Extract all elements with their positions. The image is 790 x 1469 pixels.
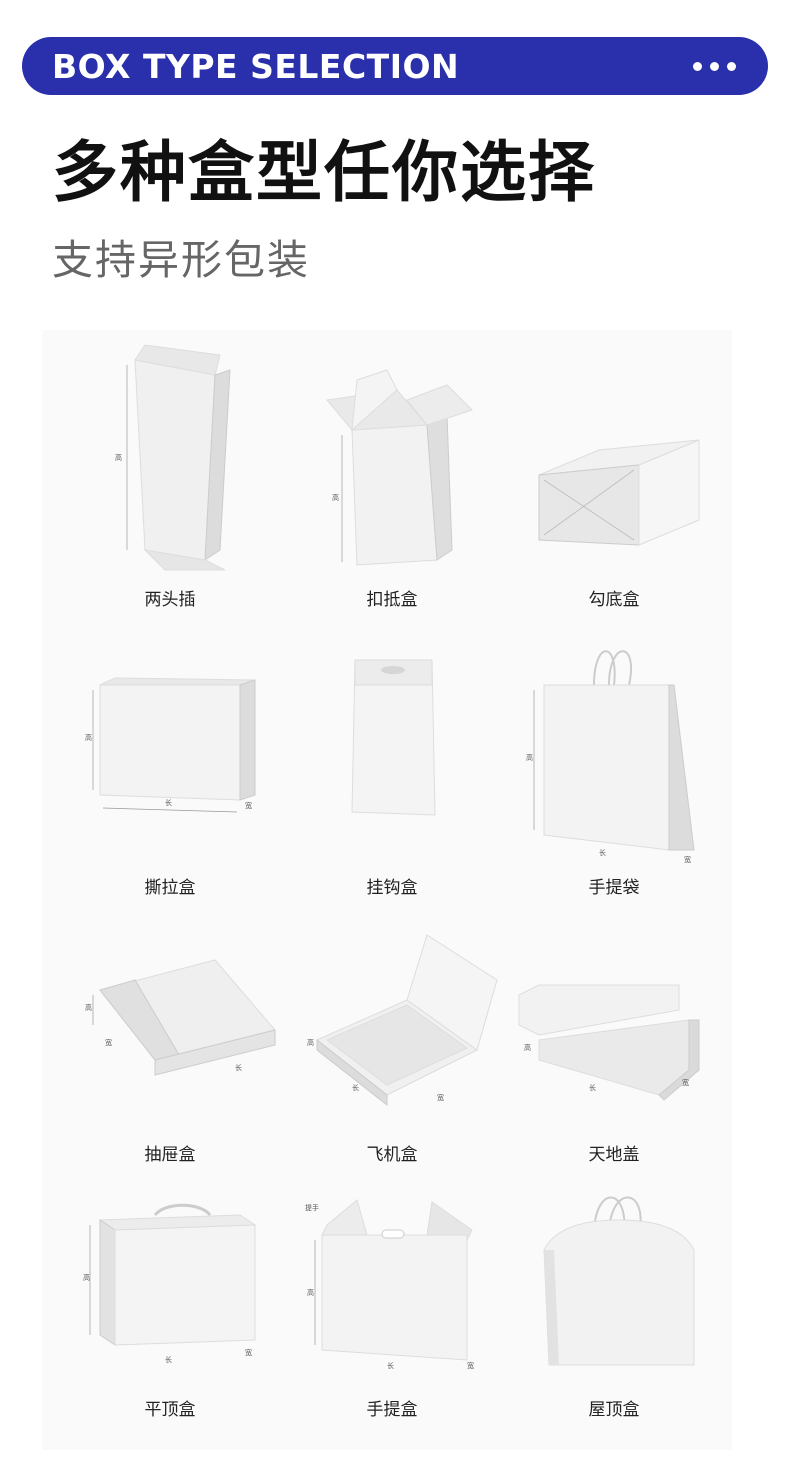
box-type-label: 平顶盒 xyxy=(144,1400,196,1420)
dimension-length: 长 xyxy=(589,1083,596,1092)
page-subtitle: 支持异形包装 xyxy=(52,236,310,284)
dimension-height: 高 xyxy=(524,1043,531,1052)
box-type-label: 勾底盒 xyxy=(588,590,640,610)
mailer-box-illustration: 高 长 宽 xyxy=(307,934,498,1107)
dimension-length: 长 xyxy=(599,848,606,857)
crash-lock-box-illustration xyxy=(538,439,700,546)
dimension-width: 宽 xyxy=(105,1038,112,1047)
box-type-catalog: 高 两头插 高 扣抵盒 勾底盒 xyxy=(42,330,732,1450)
box-card-lock-bottom[interactable]: 高 扣抵盒 xyxy=(277,330,507,610)
box-card-crash-lock[interactable]: 勾底盒 xyxy=(499,330,729,610)
box-card-gable-top[interactable]: 屋顶盒 xyxy=(499,1190,729,1450)
box-type-label: 手提盒 xyxy=(366,1400,418,1420)
tuck-end-box-illustration: 高 xyxy=(115,344,231,571)
dimension-width: 宽 xyxy=(682,1078,689,1087)
dimension-width: 宽 xyxy=(437,1093,444,1102)
hang-tab-box-illustration xyxy=(351,659,436,816)
box-card-paper-bag[interactable]: 高 长 宽 手提袋 xyxy=(499,640,729,910)
gable-top-box-illustration xyxy=(543,1196,695,1366)
tear-strip-box-illustration: 高 长 宽 xyxy=(85,677,256,813)
dimension-width: 宽 xyxy=(684,855,691,864)
box-type-label: 扣抵盒 xyxy=(366,590,418,610)
dimension-height: 高 xyxy=(115,453,122,462)
dimension-height: 高 xyxy=(332,493,339,502)
dimension-width: 宽 xyxy=(467,1361,474,1370)
box-type-label: 挂钩盒 xyxy=(366,878,418,898)
box-card-handle-box[interactable]: 提手 高 长 宽 手提盒 xyxy=(277,1190,507,1450)
handle-box-illustration: 提手 高 长 宽 xyxy=(305,1199,474,1370)
dimension-height: 高 xyxy=(307,1288,314,1297)
flat-top-box-illustration: 高 长 宽 xyxy=(83,1203,257,1364)
box-card-tuck-end[interactable]: 高 两头插 xyxy=(55,330,285,610)
dimension-height: 高 xyxy=(526,753,533,762)
box-card-lid-base[interactable]: 高 长 宽 天地盖 xyxy=(499,920,729,1185)
lock-bottom-box-illustration: 高 xyxy=(326,369,473,566)
box-type-label: 两头插 xyxy=(144,590,196,610)
dimension-width: 宽 xyxy=(245,1348,252,1357)
dot xyxy=(727,61,736,71)
dimension-handle: 提手 xyxy=(305,1203,319,1212)
dimension-length: 长 xyxy=(235,1063,242,1072)
banner-title: BOX TYPE SELECTION xyxy=(52,46,460,86)
box-card-flat-top[interactable]: 高 长 宽 平顶盒 xyxy=(55,1190,285,1450)
dimension-length: 长 xyxy=(165,798,172,807)
box-card-hang-tab[interactable]: 挂钩盒 xyxy=(277,640,507,910)
header-banner: BOX TYPE SELECTION xyxy=(22,37,768,95)
drawer-box-illustration: 高 宽 长 xyxy=(85,959,276,1076)
dot xyxy=(693,61,702,71)
page-title: 多种盒型任你选择 xyxy=(52,134,596,211)
dimension-height: 高 xyxy=(307,1038,314,1047)
dimension-width: 宽 xyxy=(245,801,252,810)
box-type-label: 飞机盒 xyxy=(366,1145,418,1165)
dimension-length: 长 xyxy=(352,1083,359,1092)
dot xyxy=(710,61,719,71)
dimension-length: 长 xyxy=(387,1361,394,1370)
box-type-label: 手提袋 xyxy=(588,878,640,898)
dimension-height: 高 xyxy=(85,733,92,742)
dimension-height: 高 xyxy=(83,1273,90,1282)
box-card-mailer[interactable]: 高 长 宽 飞机盒 xyxy=(277,920,507,1185)
dimension-length: 长 xyxy=(165,1355,172,1364)
box-card-drawer[interactable]: 高 宽 长 抽屉盒 xyxy=(55,920,285,1185)
box-card-tear-strip[interactable]: 高 长 宽 撕拉盒 xyxy=(55,640,285,910)
dimension-height: 高 xyxy=(85,1003,92,1012)
box-type-label: 抽屉盒 xyxy=(144,1145,196,1165)
more-dots-icon[interactable] xyxy=(693,61,736,71)
box-type-label: 屋顶盒 xyxy=(588,1400,640,1420)
box-type-label: 撕拉盒 xyxy=(144,878,196,898)
box-type-label: 天地盖 xyxy=(588,1145,640,1165)
paper-bag-illustration: 高 长 宽 xyxy=(526,650,695,864)
lid-and-base-box-illustration: 高 长 宽 xyxy=(518,984,700,1101)
